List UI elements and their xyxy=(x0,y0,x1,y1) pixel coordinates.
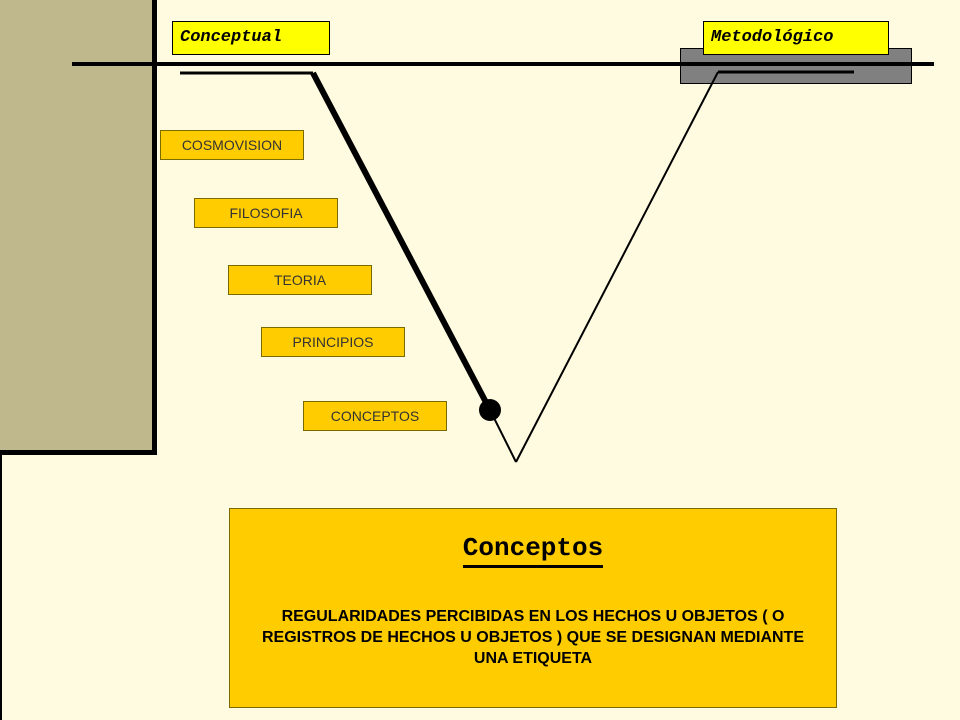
definition-text: REGULARIDADES PERCIBIDAS EN LOS HECHOS U… xyxy=(262,608,804,667)
concept-point-marker xyxy=(479,399,501,421)
level-box-filosofia: FILOSOFIA xyxy=(194,198,338,228)
vee-left-arm xyxy=(310,71,493,412)
level-box-cosmovision: COSMOVISION xyxy=(160,130,304,160)
header-conceptual: Conceptual xyxy=(172,21,330,55)
side-panel xyxy=(0,0,157,455)
definition-box: Conceptos REGULARIDADES PERCIBIDAS EN LO… xyxy=(229,508,837,708)
level-box-teoria: TEORIA xyxy=(228,265,372,295)
vee-right-arm xyxy=(515,71,719,463)
definition-title: Conceptos xyxy=(462,533,604,568)
level-box-principios: PRINCIPIOS xyxy=(261,327,405,357)
level-box-conceptos: CONCEPTOS xyxy=(303,401,447,431)
header-metodologico: Metodológico xyxy=(703,21,889,55)
